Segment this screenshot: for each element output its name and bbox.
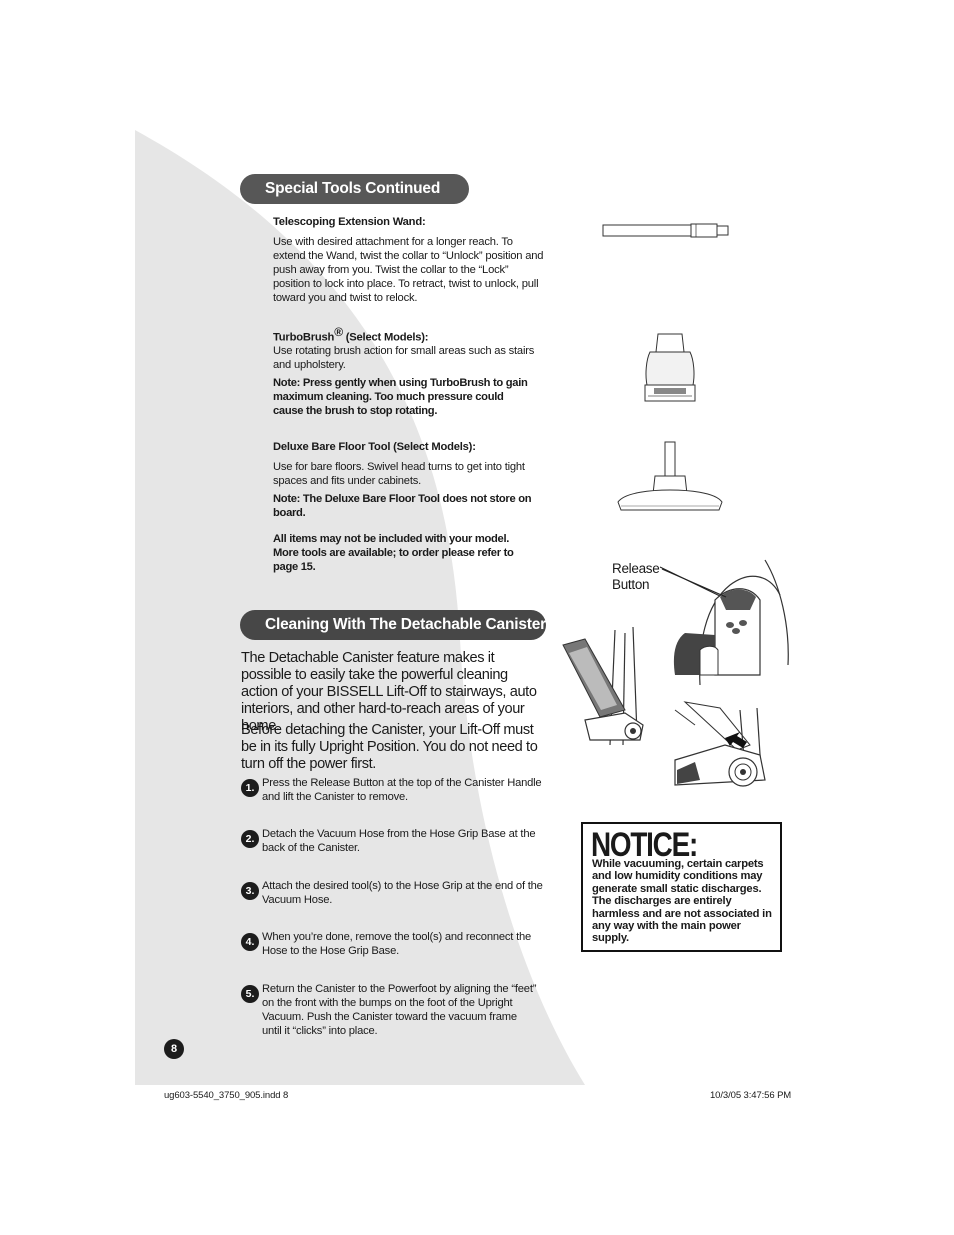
step-4-text: When you’re done, remove the tool(s) and… [262, 931, 532, 957]
footer-filename: ug603-5540_3750_905.indd 8 [164, 1090, 289, 1101]
wand-title: Telescoping Extension Wand: [273, 216, 426, 228]
turbobrush-title-suffix: (Select Models): [342, 331, 429, 344]
extension-wand-illustration [602, 223, 729, 238]
step-5-number: 5. [241, 985, 259, 1003]
step-1-number: 1. [241, 779, 259, 797]
all-items-note: All items may not be included with your … [273, 533, 514, 573]
step-2-number: 2. [241, 830, 259, 848]
notice-box [581, 822, 782, 952]
step-5-text: Return the Canister to the Powerfoot by … [262, 983, 537, 1037]
release-pointer-line [661, 568, 727, 598]
registered-mark: ® [334, 325, 343, 339]
turbobrush-text: Use rotating brush action for small area… [273, 345, 535, 371]
turbobrush-illustration [644, 333, 696, 402]
upright-vacuum-illustration [562, 626, 644, 746]
floor-tool-text: Use for bare floors. Swivel head turns t… [273, 461, 525, 487]
footer-timestamp: 10/3/05 3:47:56 PM [710, 1090, 792, 1101]
step-3-number: 3. [241, 882, 259, 900]
floor-tool-note: Note: The Deluxe Bare Floor Tool does no… [273, 493, 532, 519]
turbobrush-title-name: TurboBrush [273, 331, 335, 344]
turbobrush-title: TurboBrush® (Select Models): [273, 325, 429, 344]
canister-intro-1: The Detachable Canister feature makes it… [241, 650, 537, 734]
wand-text: Use with desired attachment for a longer… [273, 236, 544, 304]
canister-reattach-illustration [674, 701, 766, 787]
step-1-text: Press the Release Button at the top of t… [262, 777, 542, 803]
detachable-canister-heading: Cleaning With The Detachable Canister [240, 610, 546, 640]
page-number-badge: 8 [164, 1039, 184, 1059]
floor-tool-title: Deluxe Bare Floor Tool (Select Models): [273, 441, 476, 453]
notice-text: While vacuuming, certain carpets and low… [592, 858, 772, 945]
canister-intro-2: Before detaching the Canister, your Lift… [241, 722, 538, 772]
step-2-text: Detach the Vacuum Hose from the Hose Gri… [262, 828, 536, 854]
canister-release-illustration [659, 559, 789, 686]
special-tools-heading: Special Tools Continued [240, 174, 469, 204]
step-4-number: 4. [241, 933, 259, 951]
turbobrush-note: Note: Press gently when using TurboBrush… [273, 377, 528, 417]
step-3-text: Attach the desired tool(s) to the Hose G… [262, 880, 543, 906]
bare-floor-tool-illustration [617, 441, 723, 511]
notice-title: NOTICE: [591, 826, 698, 864]
release-button-label: Release Button [612, 561, 660, 592]
